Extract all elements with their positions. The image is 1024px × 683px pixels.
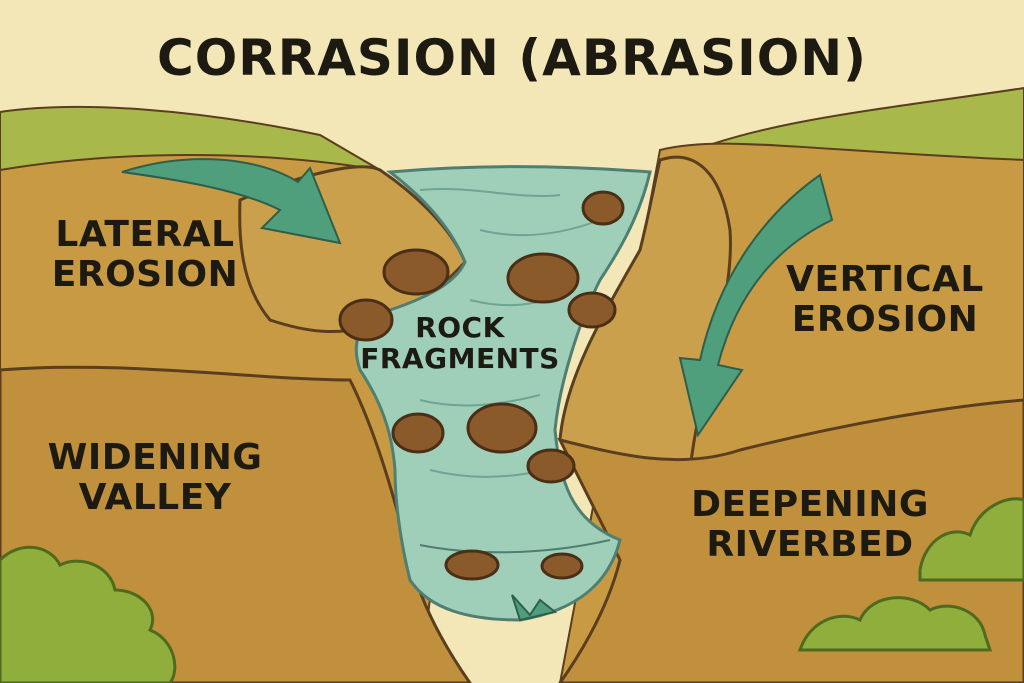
rock-icon — [466, 402, 538, 454]
rock-icon — [526, 448, 576, 484]
curved-arrow-icon — [121, 158, 342, 245]
vertical-erosion-label-line-1: VERTICAL — [786, 259, 984, 300]
widening-valley-label-line-1: WIDENING — [47, 437, 263, 478]
rock-icon — [382, 248, 450, 296]
deepening-riverbed-label-line-1: DEEPENING — [691, 484, 929, 525]
bush-icon — [0, 545, 177, 683]
rock-icon — [338, 298, 394, 342]
rock-icon — [581, 190, 625, 226]
rock-icon — [506, 252, 580, 304]
rock-fragments-label-line-1: ROCK — [415, 311, 505, 344]
widening-valley-label-line-2: VALLEY — [78, 477, 232, 519]
deepening-riverbed-label: DEEPENING RIVERBED — [690, 484, 930, 566]
vertical-erosion-label-line-2: EROSION — [791, 299, 979, 341]
lateral-erosion-label-line-2: EROSION — [51, 254, 239, 296]
deepening-riverbed-label-line-2: RIVERBED — [706, 524, 914, 566]
rock-icon — [567, 291, 617, 329]
bush-icon — [918, 497, 1024, 582]
rock-icon — [540, 552, 584, 580]
lateral-erosion-label: LATERAL EROSION — [40, 214, 250, 296]
lateral-erosion-label-line-1: LATERAL — [55, 214, 235, 255]
page-title: CORRASION (ABRASION) — [157, 29, 867, 87]
rock-icon — [391, 412, 445, 454]
rock-icon — [444, 549, 500, 581]
widening-valley-label: WIDENING VALLEY — [40, 437, 270, 519]
flow-arrow-icon — [511, 594, 558, 622]
vertical-erosion-label: VERTICAL EROSION — [770, 259, 1000, 341]
rock-fragments-label: ROCK FRAGMENTS — [345, 312, 575, 375]
rock-fragments-label-line-2: FRAGMENTS — [360, 342, 560, 376]
down-arrow-icon — [678, 173, 834, 438]
bush-icon — [797, 596, 993, 652]
